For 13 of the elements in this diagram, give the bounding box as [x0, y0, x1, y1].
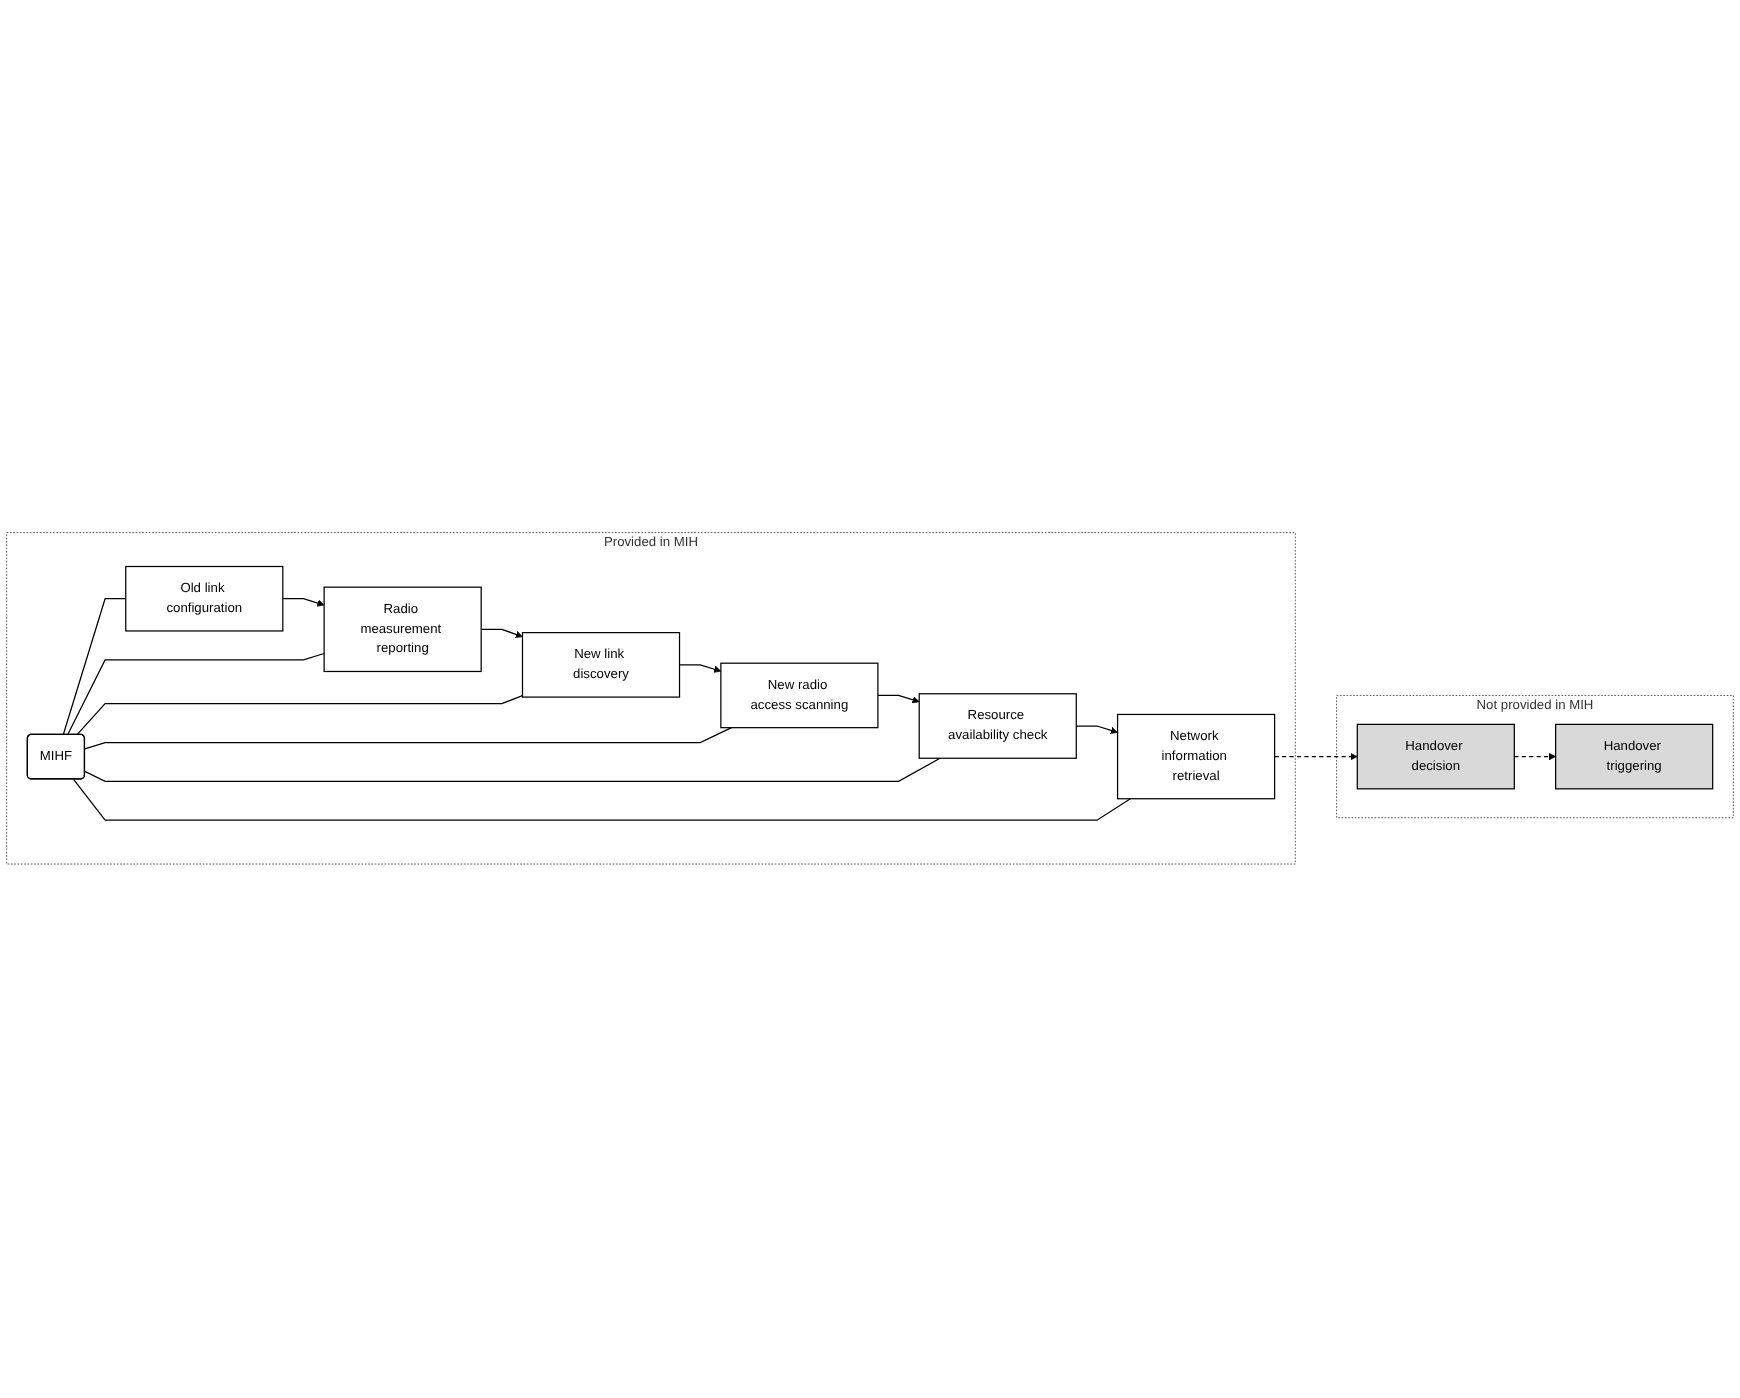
connector — [62, 598, 127, 736]
arrow — [1513, 753, 1556, 761]
connector — [72, 779, 1132, 822]
arrow — [1274, 753, 1358, 761]
connector — [76, 695, 524, 736]
connector — [84, 727, 733, 751]
arrow — [282, 598, 325, 608]
arrow — [1075, 726, 1118, 735]
arrow — [678, 664, 722, 674]
connector — [67, 653, 325, 736]
arrow — [480, 629, 523, 639]
connector — [84, 758, 941, 783]
arrow — [877, 695, 920, 704]
